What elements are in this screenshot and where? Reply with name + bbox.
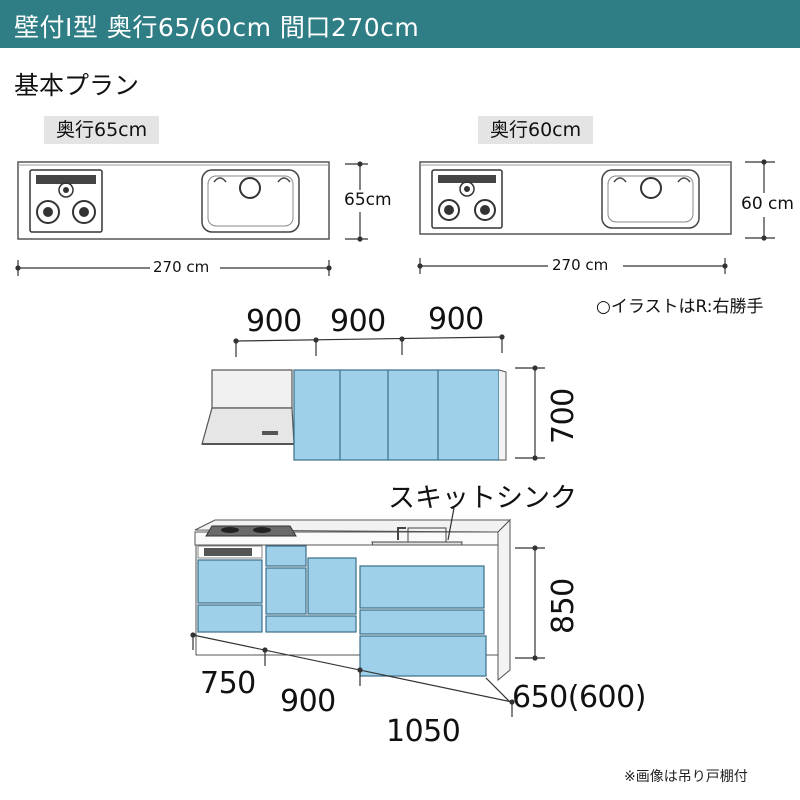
base-height-label: 850 (546, 578, 581, 634)
plan-view-65 (15, 161, 395, 278)
wall-width-3: 900 (428, 302, 484, 337)
cooktop-icon (205, 525, 297, 537)
header-bar: 壁付I型 奥行65/60cm 間口270cm (0, 0, 800, 48)
sink-icon (201, 169, 300, 233)
section-title: 基本プラン (14, 71, 140, 100)
cooktop-icon (431, 169, 503, 229)
wall-cabinet-unit (201, 334, 545, 461)
illustration-note: ○イラストはR:右勝手 (596, 297, 764, 317)
plan-65-depth-label: 65cm (344, 190, 392, 210)
sink-icon (601, 169, 700, 229)
wall-cabinet-doors (293, 369, 507, 461)
footnote: ※画像は吊り戸棚付 (624, 769, 748, 785)
base-width-3: 1050 (386, 714, 461, 749)
base-cabinet-doors (197, 545, 487, 677)
base-depth-label: 650(600) (512, 680, 646, 715)
sink-label: スキットシンク (388, 483, 577, 514)
plan-view-60 (417, 159, 800, 276)
base-cabinet-unit (190, 507, 545, 717)
plan-65-width-label: 270 cm (153, 258, 210, 276)
cooktop-icon (29, 169, 103, 233)
page-title: 壁付I型 奥行65/60cm 間口270cm (14, 13, 420, 42)
plan-60-depth-label: 60 cm (741, 194, 794, 214)
range-hood (201, 369, 295, 445)
base-width-2: 900 (280, 684, 336, 719)
wall-width-1: 900 (246, 304, 302, 339)
plan-tag-depth-65: 奥行65cm (44, 116, 160, 144)
base-width-1: 750 (200, 666, 256, 701)
wall-width-2: 900 (330, 304, 386, 339)
plan-60-width-label: 270 cm (552, 256, 609, 274)
plan-tag-depth-60: 奥行60cm (478, 116, 594, 144)
wall-height-label: 700 (546, 388, 581, 444)
